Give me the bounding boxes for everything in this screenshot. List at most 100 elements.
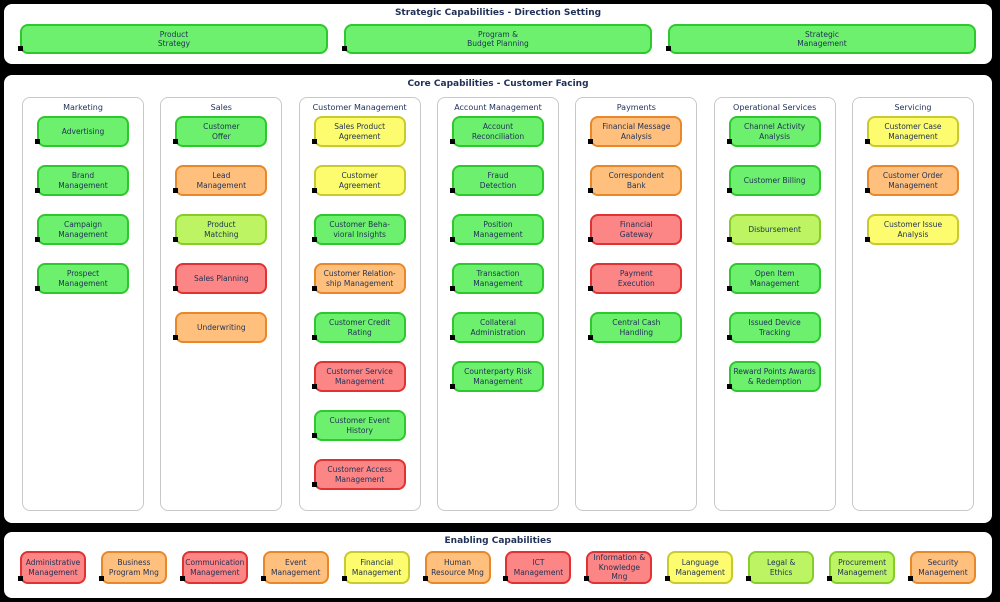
capability-box-customer-order-management: Customer Order Management bbox=[864, 165, 959, 196]
marker-square-icon bbox=[449, 286, 455, 291]
capability-label: Strategic Management bbox=[797, 29, 847, 48]
capability-label: Human Resource Mng bbox=[431, 558, 484, 577]
marker-square-icon bbox=[311, 335, 317, 340]
capability-box-customer-issue-analysis: Customer Issue Analysis bbox=[864, 214, 959, 245]
strategic-capabilities-panel: Strategic Capabilities - Direction Setti… bbox=[2, 2, 994, 66]
group-title: Marketing bbox=[63, 103, 103, 112]
capability-box-legal-ethics: Legal & Ethics bbox=[746, 551, 815, 584]
capability-box-customer-agreement: Customer Agreement bbox=[311, 165, 406, 196]
marker-square-icon bbox=[864, 188, 870, 193]
capability-label: Customer Billing bbox=[743, 175, 806, 185]
marker-square-icon bbox=[503, 576, 509, 581]
capability-label: Customer Order Management bbox=[882, 171, 944, 190]
capability-box-transaction-management: Transaction Management bbox=[449, 263, 544, 294]
capability-box-lead-management: Lead Management bbox=[173, 165, 268, 196]
marker-square-icon bbox=[422, 576, 428, 581]
capability-label: Sales Product Agreement bbox=[334, 122, 386, 141]
capability-box-customer-offer: Customer Offer bbox=[173, 116, 268, 147]
capability-label: Financial Gateway bbox=[619, 220, 653, 239]
capability-box-product-matching: Product Matching bbox=[173, 214, 268, 245]
capability-label: Product Matching bbox=[204, 220, 239, 239]
marker-square-icon bbox=[588, 237, 594, 242]
marker-square-icon bbox=[342, 46, 347, 51]
marker-square-icon bbox=[827, 576, 833, 581]
marker-square-icon bbox=[311, 139, 317, 144]
marker-square-icon bbox=[311, 384, 317, 389]
marker-square-icon bbox=[98, 576, 104, 581]
enabling-boxes-row: Administrative Management Business Progra… bbox=[4, 551, 992, 584]
marker-square-icon bbox=[665, 576, 671, 581]
group-title: Sales bbox=[210, 103, 232, 112]
capability-label: Account Reconciliation bbox=[471, 122, 525, 141]
marker-square-icon bbox=[588, 335, 594, 340]
capability-box-customer-billing: Customer Billing bbox=[726, 165, 821, 196]
capability-label: Event Management bbox=[271, 558, 321, 577]
capability-label: Communication Management bbox=[185, 558, 245, 577]
capability-box-administrative-management: Administrative Management bbox=[18, 551, 86, 584]
capability-box-program-budget-planning: Program & Budget Planning bbox=[342, 24, 652, 54]
capability-box-open-item-management: Open Item Management bbox=[726, 263, 821, 294]
capability-label: Advertising bbox=[61, 126, 105, 136]
capability-box-payment-execution: Payment Execution bbox=[588, 263, 683, 294]
capability-box-disbursement: Disbursement bbox=[726, 214, 821, 245]
capability-box-advertising: Advertising bbox=[35, 116, 129, 147]
capability-box-human-resource-mng: Human Resource Mng bbox=[422, 551, 491, 584]
capability-label: Disbursement bbox=[748, 224, 801, 234]
capability-box-position-management: Position Management bbox=[449, 214, 544, 245]
capability-label: Customer Credit Rating bbox=[328, 318, 391, 337]
capability-label: Open Item Management bbox=[749, 269, 800, 288]
capability-box-underwriting: Underwriting bbox=[173, 312, 268, 343]
capability-label: Prospect Management bbox=[58, 269, 108, 288]
capability-label: Customer Service Management bbox=[326, 367, 393, 386]
capability-label: Customer Relation- ship Management bbox=[323, 269, 396, 288]
marker-square-icon bbox=[260, 576, 266, 581]
capability-box-issued-device-tracking: Issued Device Tracking bbox=[726, 312, 821, 343]
capability-label: Customer Access Management bbox=[327, 465, 392, 484]
capability-label: Financial Management bbox=[351, 558, 402, 577]
capability-label: ICT Management bbox=[513, 558, 564, 577]
marker-square-icon bbox=[726, 237, 732, 242]
marker-square-icon bbox=[173, 188, 179, 193]
strategic-panel-title: Strategic Capabilities - Direction Setti… bbox=[394, 8, 602, 18]
marker-square-icon bbox=[311, 188, 317, 193]
capability-label: Language Management bbox=[675, 558, 725, 577]
capability-box-fraud-detection: Fraud Detection bbox=[449, 165, 544, 196]
group-title: Servicing bbox=[894, 103, 932, 112]
marker-square-icon bbox=[35, 188, 40, 193]
capability-box-customer-access-management: Customer Access Management bbox=[311, 459, 406, 490]
capability-box-central-cash-handling: Central Cash Handling bbox=[588, 312, 683, 343]
capability-box-communication-management: Communication Management bbox=[179, 551, 248, 584]
capability-box-correspondent-bank: Correspondent Bank bbox=[588, 165, 683, 196]
group-title: Account Management bbox=[454, 103, 542, 112]
marker-square-icon bbox=[449, 384, 455, 389]
capability-label: Customer Agreement bbox=[338, 171, 381, 190]
marker-square-icon bbox=[726, 188, 732, 193]
capability-box-customer-credit-rating: Customer Credit Rating bbox=[311, 312, 406, 343]
capability-label: Business Program Mng bbox=[108, 558, 159, 577]
marker-square-icon bbox=[449, 139, 455, 144]
marker-square-icon bbox=[18, 46, 23, 51]
core-panel-title: Core Capabilities - Customer Facing bbox=[407, 79, 589, 89]
marker-square-icon bbox=[726, 139, 732, 144]
marker-square-icon bbox=[35, 286, 40, 291]
capability-label: Reward Points Awards & Redemption bbox=[733, 367, 816, 386]
marker-square-icon bbox=[746, 576, 752, 581]
capability-label: Information & Knowledge Mng bbox=[593, 553, 646, 582]
marker-square-icon bbox=[179, 576, 185, 581]
capability-box-financial-message-analysis: Financial Message Analysis bbox=[588, 116, 683, 147]
capability-box-sales-product-agreement: Sales Product Agreement bbox=[311, 116, 406, 147]
capability-box-counterparty-risk-management: Counterparty Risk Management bbox=[449, 361, 544, 392]
capability-box-security-management: Security Management bbox=[907, 551, 976, 584]
capability-box-campaign-management: Campaign Management bbox=[35, 214, 129, 245]
capability-box-information-knowledge-mng: Information & Knowledge Mng bbox=[584, 551, 653, 584]
marker-square-icon bbox=[341, 576, 347, 581]
marker-square-icon bbox=[588, 188, 594, 193]
group-title: Customer Management bbox=[312, 103, 407, 112]
capability-label: Sales Planning bbox=[194, 273, 249, 283]
marker-square-icon bbox=[449, 237, 455, 242]
capability-label: Position Management bbox=[473, 220, 523, 239]
